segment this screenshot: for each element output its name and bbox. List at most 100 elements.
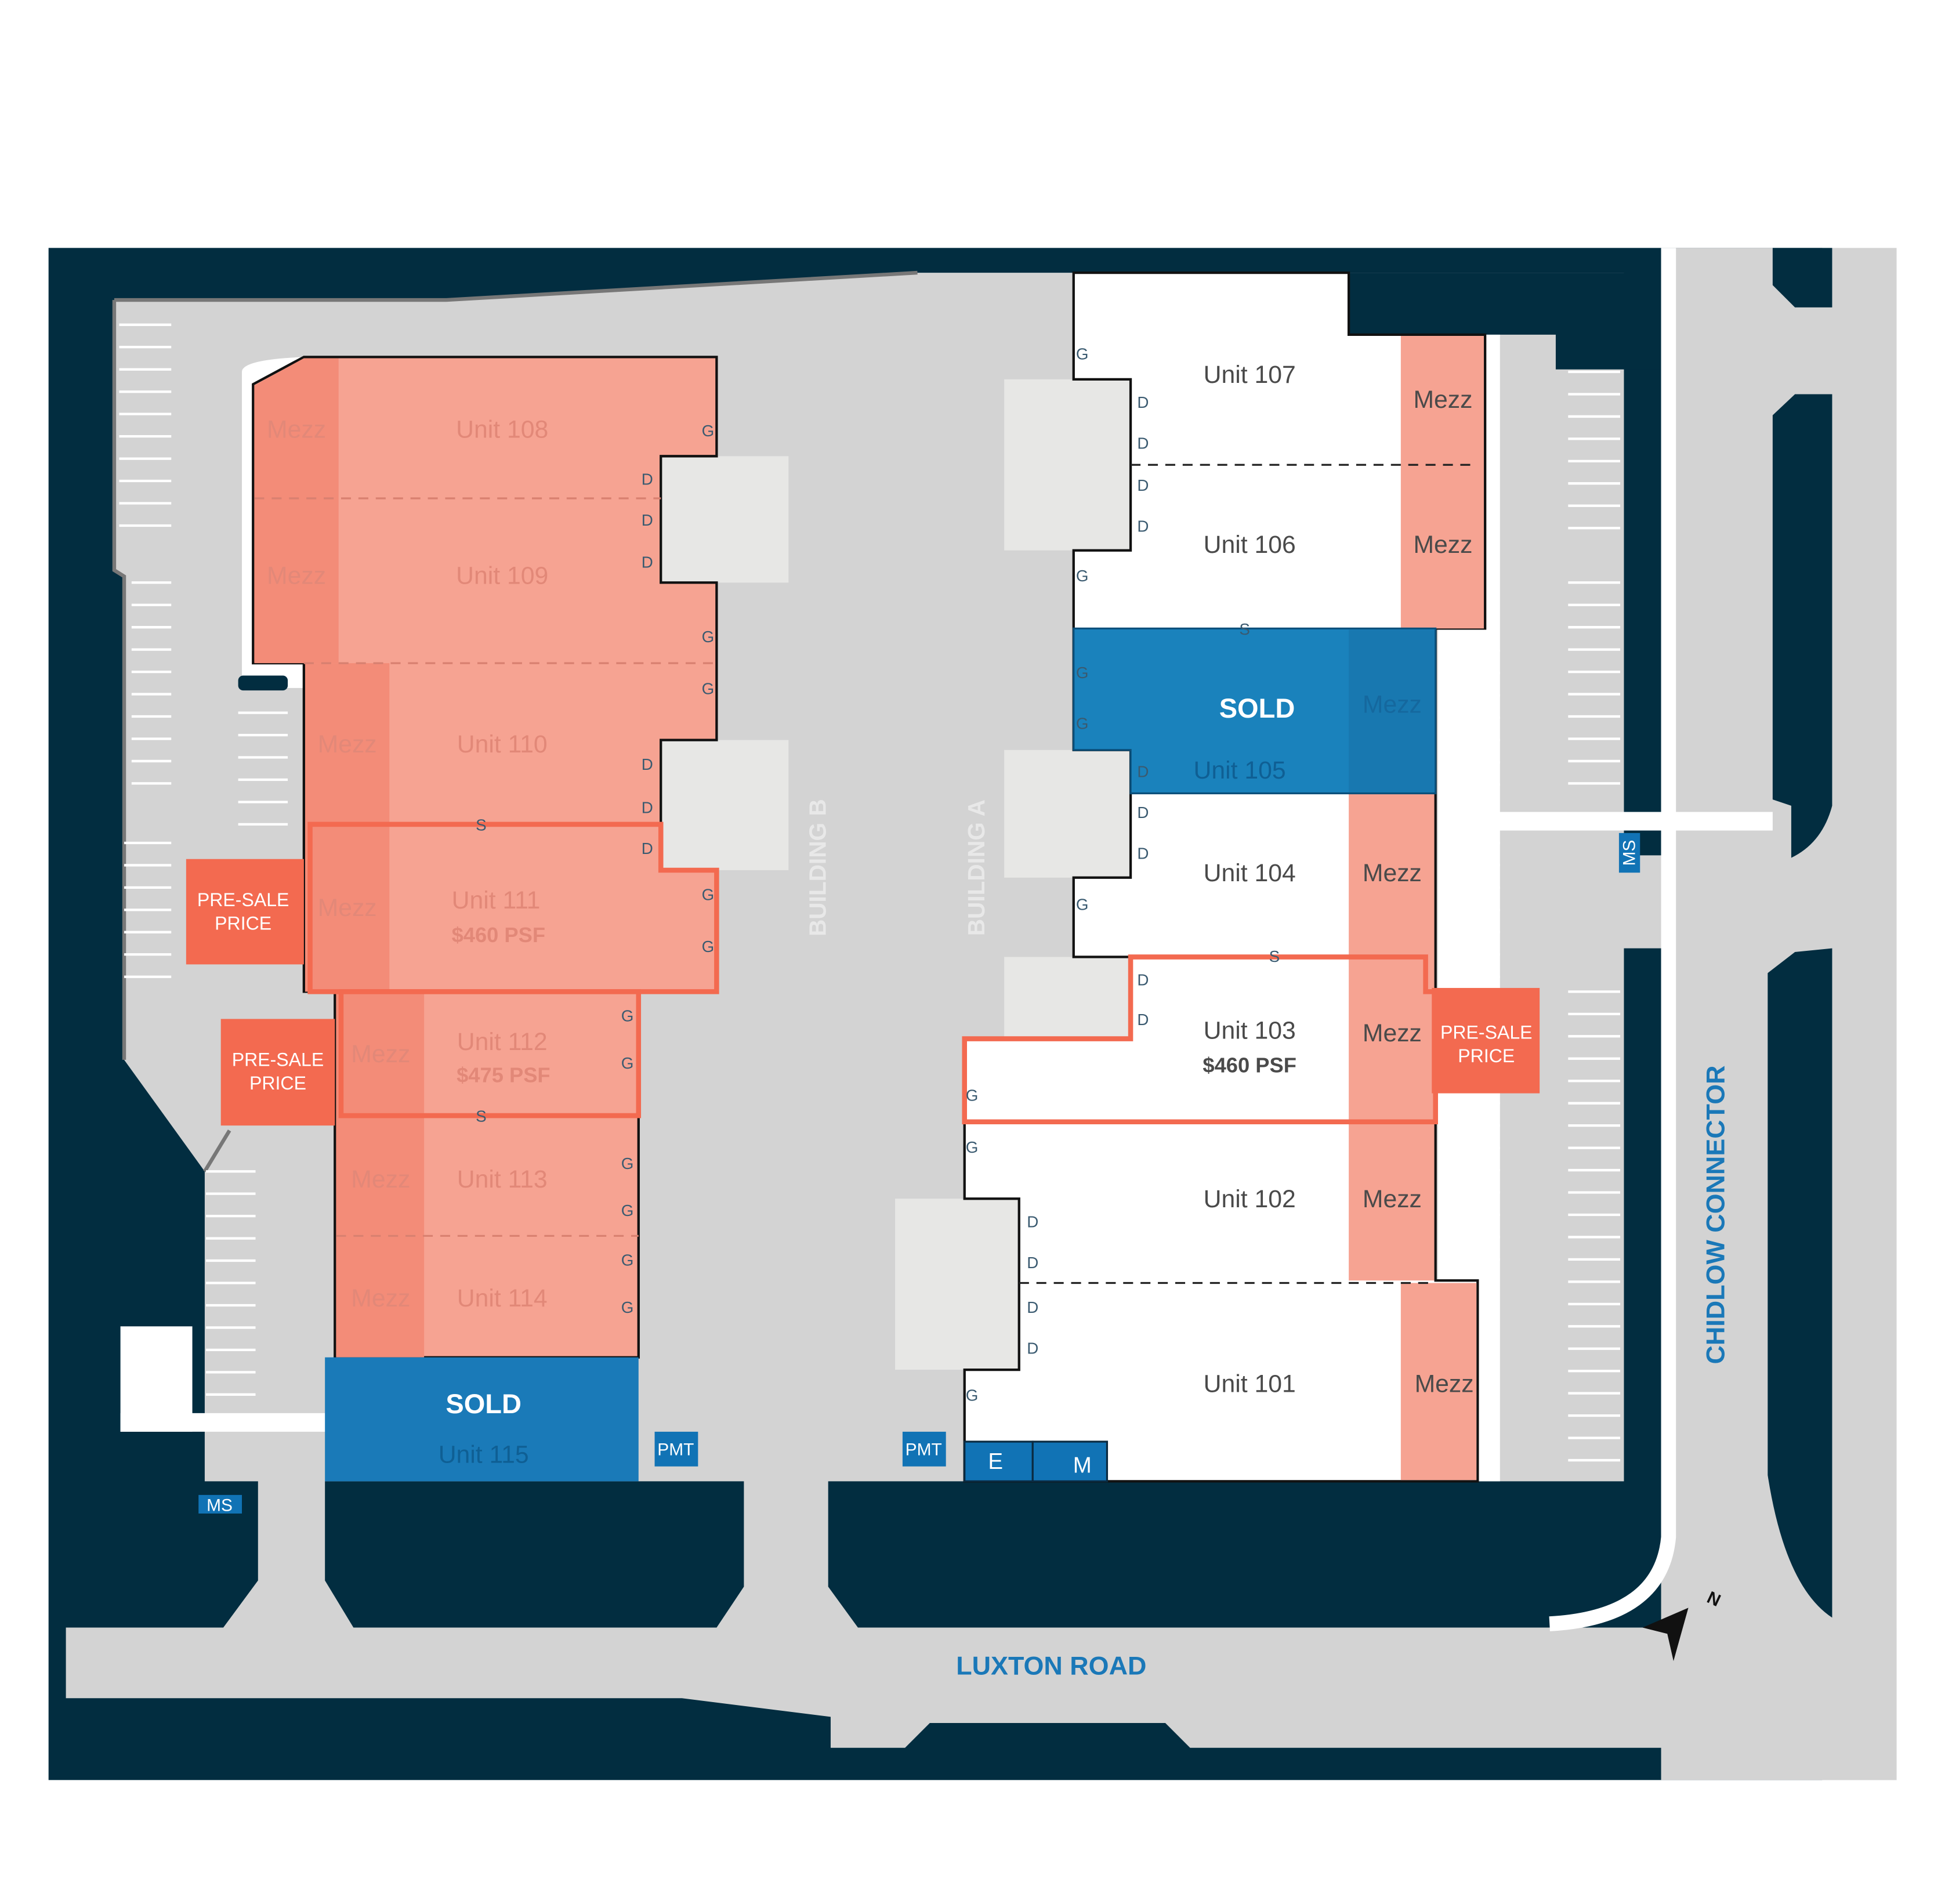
grade-door-marker: G	[702, 885, 715, 903]
unit-111-mezz: Mezz	[318, 894, 377, 922]
pmt-label: PMT	[906, 1440, 942, 1460]
dock-door-marker: D	[642, 470, 653, 488]
mechanical-label: M	[1073, 1453, 1092, 1478]
unit-113-mezz: Mezz	[351, 1165, 410, 1193]
grade-door-marker: G	[621, 1251, 634, 1269]
dock-door-marker: D	[1137, 971, 1149, 989]
unit-112-label[interactable]: Unit 112	[457, 1028, 548, 1056]
unit-105-mezz-area	[1349, 629, 1435, 792]
presale-badge-111[interactable]: PRE-SALE PRICE	[186, 859, 304, 965]
electrical-label: E	[988, 1449, 1003, 1474]
dock-door-marker: D	[1137, 434, 1149, 452]
unit-101-mezz: Mezz	[1415, 1370, 1474, 1398]
unit-112-price: $475 PSF	[457, 1063, 550, 1087]
dock-door-marker: D	[1137, 1011, 1149, 1029]
door-markers: DDDGGGDDDGGGGGGGGSSGDDDDGGGDDDGDDGGDDDDG…	[476, 345, 1280, 1405]
grade-door-marker: G	[702, 680, 715, 698]
unit-105-sold[interactable]	[1073, 627, 1437, 795]
ms-label: MS	[207, 1496, 233, 1515]
unit-110-mezz: Mezz	[318, 730, 377, 758]
grade-door-marker: G	[1076, 714, 1089, 732]
grade-door-marker: G	[621, 1154, 634, 1172]
presale-line-2: PRICE	[215, 913, 271, 934]
unit-107-mezz: Mezz	[1413, 386, 1472, 414]
unit-108-mezz: Mezz	[267, 415, 326, 443]
presale-line-2: PRICE	[1458, 1045, 1515, 1066]
dock-door-marker: D	[1027, 1254, 1038, 1272]
building-b-label: BUILDING B	[804, 799, 831, 936]
pmt-tag-a	[902, 1431, 946, 1467]
dock-door-marker: D	[642, 511, 653, 529]
unit-102-mezz: Mezz	[1363, 1185, 1422, 1213]
ms-tag-right	[1618, 832, 1640, 873]
unit-105-label: Unit 105	[1194, 756, 1286, 784]
unit-113-label[interactable]: Unit 113	[457, 1165, 548, 1193]
unit-111-outline	[307, 821, 719, 994]
walkway	[1437, 812, 1773, 831]
unit-103-label[interactable]: Unit 103	[1204, 1017, 1296, 1045]
unit-108-label[interactable]: Unit 108	[456, 415, 548, 443]
stair-door-marker: S	[476, 1107, 487, 1125]
dock-door-marker: D	[1137, 763, 1149, 781]
unit-105-mezz: Mezz	[1363, 691, 1422, 719]
unit-105-status: SOLD	[1219, 693, 1295, 723]
unit-104-label[interactable]: Unit 104	[1204, 859, 1296, 887]
ms-label: MS	[1620, 840, 1639, 866]
unit-107-label[interactable]: Unit 107	[1204, 361, 1296, 389]
unit-101-label[interactable]: Unit 101	[1204, 1370, 1296, 1398]
unit-115-label[interactable]: Unit 115	[439, 1440, 529, 1468]
road-curb	[1549, 248, 1676, 1631]
mechanical-room	[1031, 1440, 1109, 1482]
dock-door-marker: D	[642, 839, 653, 857]
dock-door-marker: D	[1137, 803, 1149, 821]
grade-door-marker: G	[702, 937, 715, 955]
unit-102-label[interactable]: Unit 102	[1204, 1185, 1296, 1213]
curb-island	[238, 675, 288, 691]
lot-edge	[112, 270, 918, 1172]
stair-door-marker: S	[1239, 620, 1250, 638]
mezz-areas-b	[254, 358, 425, 1358]
presale-badge-103[interactable]: PRE-SALE PRICE	[1432, 987, 1540, 1094]
dock-door-marker: D	[642, 553, 653, 571]
pmt-tag-b	[654, 1431, 698, 1467]
presale-badge-112[interactable]: PRE-SALE PRICE	[220, 1019, 335, 1126]
grade-door-marker: G	[966, 1386, 979, 1404]
unit-104-mezz: Mezz	[1363, 859, 1422, 887]
grade-door-marker: G	[1076, 567, 1089, 585]
presale-line-1: PRE-SALE	[197, 889, 289, 910]
unit-106-mezz: Mezz	[1413, 531, 1472, 559]
unit-112-mezz: Mezz	[351, 1040, 410, 1068]
grade-door-marker: G	[621, 1054, 634, 1072]
mezz-areas-a	[1349, 336, 1484, 1481]
pmt-label: PMT	[657, 1440, 694, 1460]
unit-110-label[interactable]: Unit 110	[457, 730, 548, 758]
dock-door-marker: D	[642, 799, 653, 817]
dock-door-marker: D	[1137, 517, 1149, 535]
unit-103-mezz: Mezz	[1363, 1019, 1422, 1047]
parking-stripes	[119, 323, 1621, 1462]
unit-103-outline	[962, 954, 1438, 1125]
dock-door-marker: D	[642, 755, 653, 773]
presale-line-1: PRE-SALE	[1440, 1022, 1533, 1043]
unit-115-sold[interactable]	[325, 1357, 639, 1482]
dock-door-marker: D	[1137, 476, 1149, 494]
unit-106-label[interactable]: Unit 106	[1204, 531, 1296, 559]
grade-door-marker: G	[621, 1007, 634, 1025]
unit-109-label[interactable]: Unit 109	[456, 562, 548, 589]
unit-111-price: $460 PSF	[452, 923, 546, 947]
unit-114-label[interactable]: Unit 114	[457, 1284, 548, 1312]
grade-door-marker: G	[621, 1201, 634, 1219]
median	[1768, 248, 1832, 1618]
grade-door-marker: G	[1076, 345, 1089, 363]
stair-door-marker: S	[476, 816, 487, 834]
dock-door-marker: D	[1137, 845, 1149, 863]
dock-door-marker: D	[1027, 1212, 1038, 1230]
grade-door-marker: G	[966, 1086, 979, 1104]
presale-line-1: PRE-SALE	[232, 1049, 324, 1070]
building-a-label: BUILDING A	[963, 799, 990, 936]
grade-door-marker: G	[1076, 664, 1089, 682]
stair-door-marker: S	[1269, 947, 1280, 965]
unit-111-label[interactable]: Unit 111	[452, 886, 541, 914]
presale-line-2: PRICE	[249, 1073, 306, 1094]
